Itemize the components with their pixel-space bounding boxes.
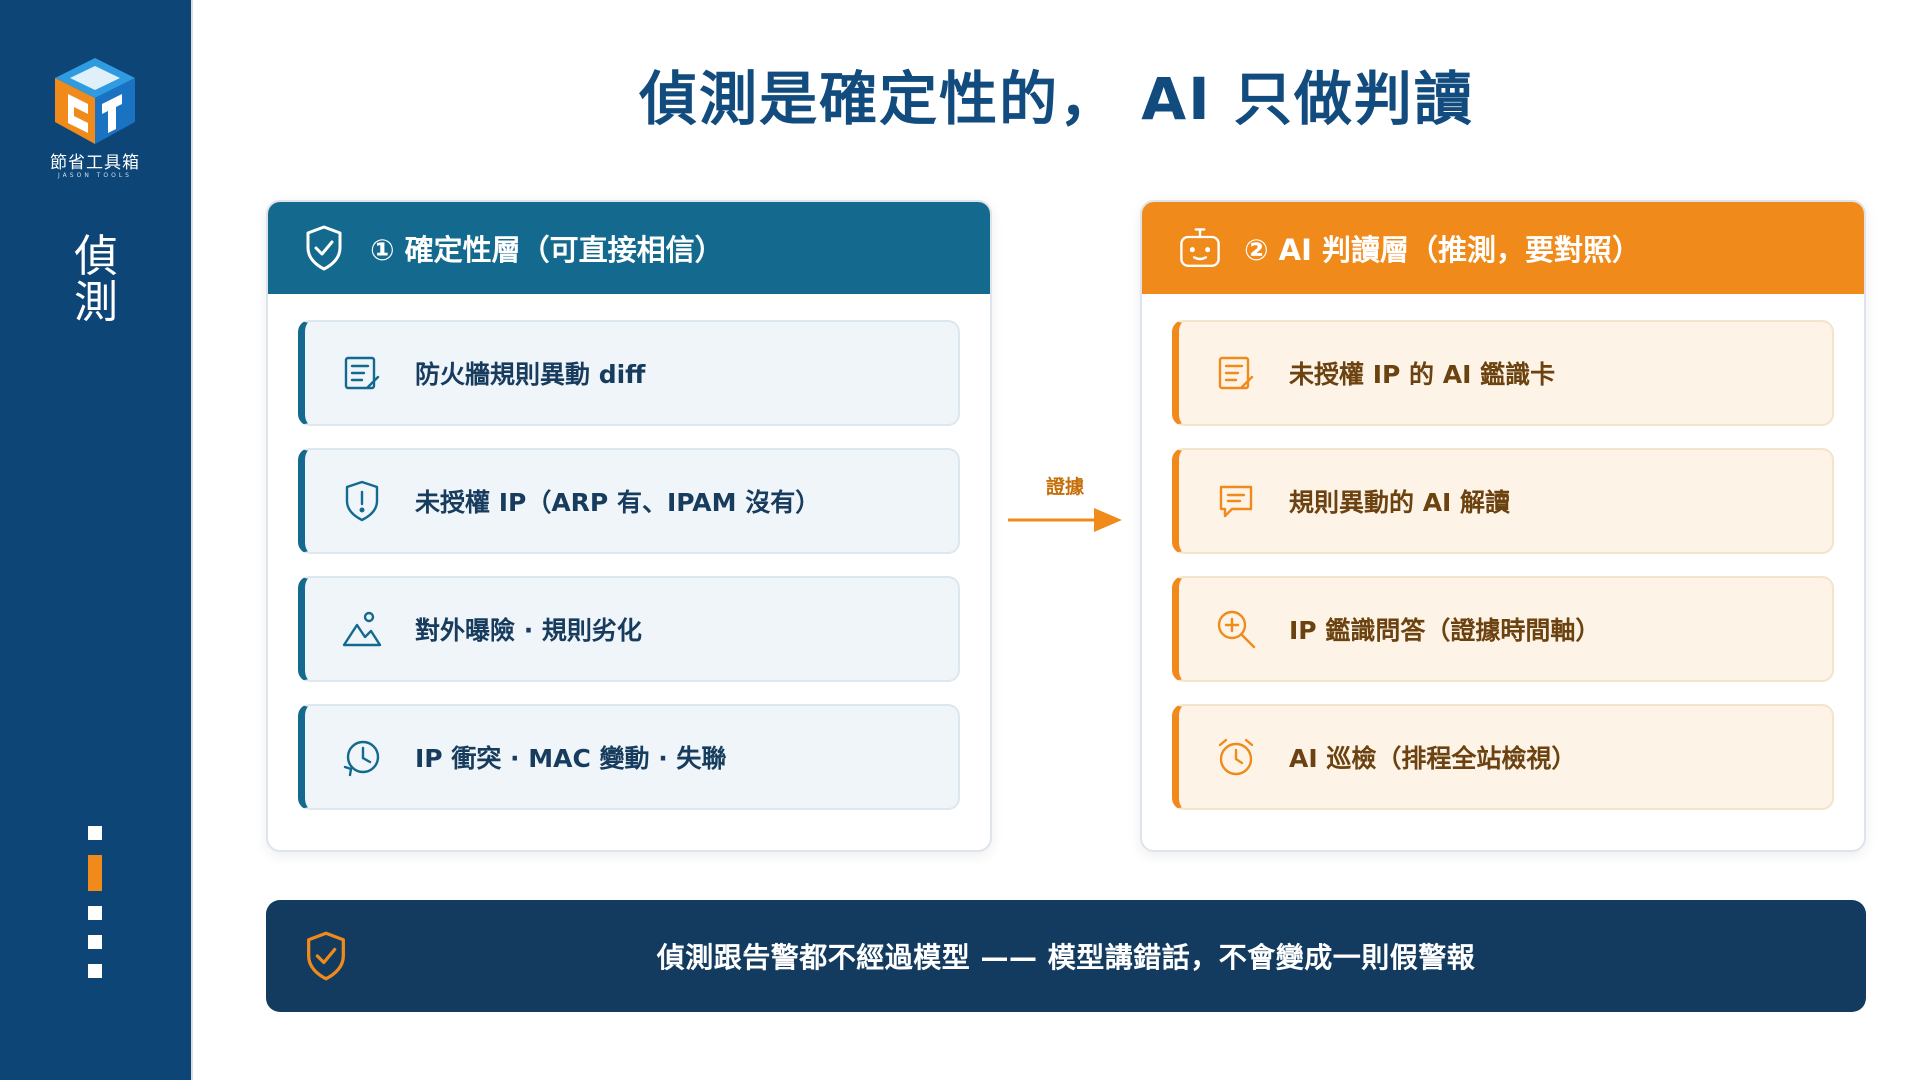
document-edit-icon — [1213, 350, 1259, 396]
panel-header: ① 確定性層（可直接相信） — [268, 202, 990, 294]
item-label: 防火牆規則異動 diff — [415, 360, 646, 389]
item-label: 未授權 IP 的 AI 鑑識卡 — [1289, 360, 1556, 389]
shield-check-icon — [307, 931, 345, 981]
section-label: 偵測 — [74, 231, 118, 328]
sidebar: 節省工具箱 JASON TOOLS 偵測 — [0, 0, 191, 1080]
list-item: 未授權 IP 的 AI 鑑識卡 — [1172, 320, 1834, 426]
banner-text: 偵測跟告警都不經過模型 —— 模型講錯話，不會變成一則假警報 — [656, 941, 1476, 974]
item-label: IP 衝突 · MAC 變動 · 失聯 — [415, 744, 727, 773]
logo-cube-icon — [55, 58, 135, 144]
alarm-clock-icon — [1213, 734, 1259, 780]
list-item: 防火牆規則異動 diff — [298, 320, 960, 426]
mountain-icon — [339, 606, 385, 652]
shield-check-icon — [304, 223, 348, 273]
progress-indicator — [88, 826, 102, 993]
panel-header: ② AI 判讀層（推測，要對照） — [1142, 202, 1864, 294]
brand-name: 節省工具箱 — [50, 153, 140, 173]
arrow-right-icon — [1008, 508, 1122, 532]
item-label: 規則異動的 AI 解讀 — [1289, 488, 1511, 517]
progress-step — [88, 935, 102, 949]
panel-title: ② AI 判讀層（推測，要對照） — [1244, 233, 1641, 267]
panel-title: ① 確定性層（可直接相信） — [370, 233, 724, 267]
clock-history-icon — [339, 734, 385, 780]
sidebar-divider — [191, 0, 193, 1080]
progress-step — [88, 826, 102, 840]
item-label: AI 巡檢（排程全站檢視） — [1289, 744, 1577, 773]
list-item: IP 衝突 · MAC 變動 · 失聯 — [298, 704, 960, 810]
zoom-in-icon — [1213, 606, 1259, 652]
chat-bubble-icon — [1213, 478, 1259, 524]
list-item: IP 鑑識問答（證據時間軸） — [1172, 576, 1834, 682]
list-item: 規則異動的 AI 解讀 — [1172, 448, 1834, 554]
list-item: AI 巡檢（排程全站檢視） — [1172, 704, 1834, 810]
progress-step — [88, 906, 102, 920]
shield-alert-icon — [339, 478, 385, 524]
list-item: 未授權 IP（ARP 有、IPAM 沒有） — [298, 448, 960, 554]
item-label: IP 鑑識問答（證據時間軸） — [1289, 616, 1601, 645]
document-edit-icon — [339, 350, 385, 396]
item-label: 對外曝險 · 規則劣化 — [415, 616, 642, 645]
page-title: 偵測是確定性的， AI 只做判讀 — [639, 65, 1474, 133]
deterministic-layer-panel: ① 確定性層（可直接相信） 防火牆規則異動 diff 未授權 IP（ARP 有、… — [266, 200, 992, 852]
list-item: 對外曝險 · 規則劣化 — [298, 576, 960, 682]
progress-step-active — [88, 855, 102, 891]
brand-subname: JASON TOOLS — [58, 172, 132, 179]
evidence-label: 證據 — [1045, 476, 1084, 498]
progress-step — [88, 964, 102, 978]
summary-banner: 偵測跟告警都不經過模型 —— 模型講錯話，不會變成一則假警報 — [266, 900, 1866, 1012]
robot-icon — [1178, 223, 1222, 273]
ai-interpretation-panel: ② AI 判讀層（推測，要對照） 未授權 IP 的 AI 鑑識卡 規則異動的 A… — [1140, 200, 1866, 852]
item-label: 未授權 IP（ARP 有、IPAM 沒有） — [415, 488, 821, 517]
